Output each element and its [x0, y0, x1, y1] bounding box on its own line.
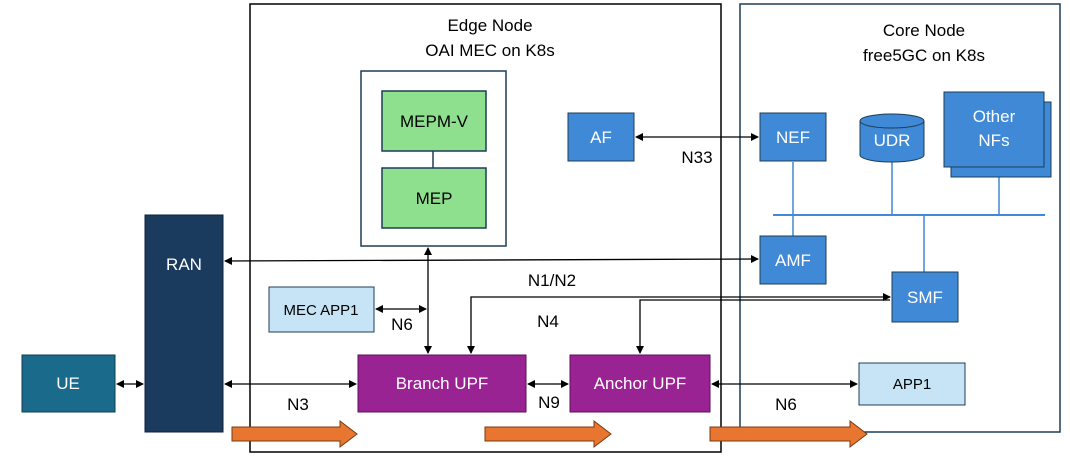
nef-box: [759, 112, 827, 162]
ue-label: UE: [56, 374, 80, 393]
anchor-upf-label: Anchor UPF: [594, 374, 687, 393]
branch-upf-label: Branch UPF: [396, 374, 489, 393]
connections: [116, 133, 891, 388]
n6-core-label: N6: [775, 395, 797, 414]
branch-upf-box: [357, 354, 527, 413]
core-node-title: Core Node: [883, 21, 965, 40]
n9-label: N9: [538, 393, 560, 412]
n4-anchor-link: [636, 299, 890, 354]
n4-label: N4: [537, 312, 559, 331]
n33-label: N33: [681, 148, 712, 167]
mep-label: MEP: [416, 189, 453, 208]
core-node-container: Core Node free5GC on K8s: [739, 3, 1061, 433]
core-node-subtitle: free5GC on K8s: [863, 46, 985, 65]
udr-label: UDR: [874, 131, 911, 150]
flow-arrow-3: [709, 419, 868, 449]
nef-label: NEF: [776, 128, 810, 147]
ran-label: RAN: [166, 255, 202, 274]
n6-mec-label: N6: [391, 315, 413, 334]
edge-node-subtitle: OAI MEC on K8s: [425, 41, 554, 60]
mepm-v-label: MEPM-V: [400, 112, 469, 131]
flow-arrow-1: [231, 419, 358, 449]
other-nfs-stack: Other NFs: [943, 91, 1052, 178]
udr-database: UDR: [859, 113, 925, 163]
ran-box: [144, 214, 224, 433]
mec-app1-box: [268, 286, 375, 333]
app1-label: APP1: [893, 376, 931, 393]
mec-platform-group: MEPM-V MEP: [360, 70, 507, 247]
other-nfs-label-line1: Other: [973, 107, 1016, 126]
ue-box: [21, 354, 116, 413]
af-label: AF: [590, 128, 612, 147]
n3-label: N3: [287, 395, 309, 414]
data-flow-arrows: [231, 419, 868, 449]
other-nfs-label-line2: NFs: [978, 131, 1009, 150]
mepm-v-box: [381, 90, 487, 152]
edge-node-title: Edge Node: [447, 16, 532, 35]
amf-box: [759, 235, 827, 285]
app1-box: [858, 362, 966, 406]
anchor-upf-box: [569, 354, 711, 413]
n1n2-label: N1/N2: [528, 271, 576, 290]
af-box: [567, 112, 635, 162]
mec-app1-label: MEC APP1: [283, 302, 358, 319]
smf-box: [891, 271, 959, 323]
edge-node-container: Edge Node OAI MEC on K8s: [249, 3, 722, 453]
mep-box: [381, 167, 487, 229]
n1n2-link: [224, 255, 759, 265]
n4-branch-link: [467, 293, 891, 354]
amf-label: AMF: [775, 251, 811, 270]
database-icon: [859, 113, 925, 129]
flow-arrow-2: [484, 419, 612, 449]
smf-label: SMF: [907, 288, 943, 307]
service-bus: [773, 162, 1045, 272]
